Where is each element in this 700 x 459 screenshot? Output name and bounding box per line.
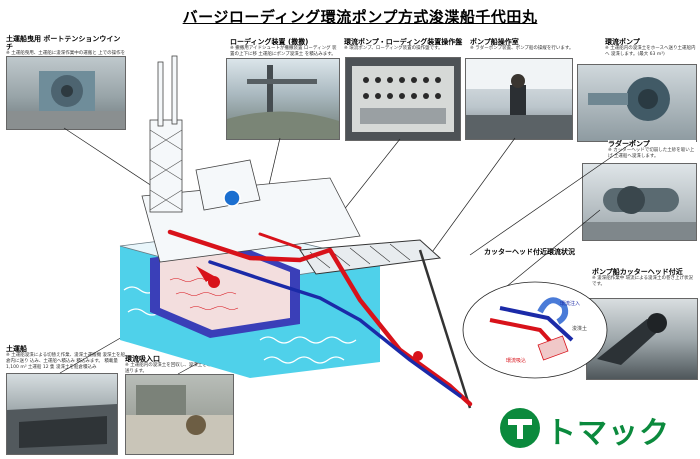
loading-image	[227, 65, 339, 139]
red-pipe-2	[258, 232, 302, 250]
panel-image	[352, 66, 454, 132]
intake-photo	[125, 374, 234, 455]
tomac-logo: トマック	[498, 404, 698, 454]
ladder-pump-label: ラダーポンプ	[608, 140, 650, 148]
circulation-pump-label: 環流ポンプ	[605, 38, 640, 46]
barge-photo	[6, 373, 118, 455]
pipes	[167, 229, 473, 407]
discharge-head	[208, 276, 220, 288]
intake-image	[126, 385, 233, 454]
red-pipe	[167, 229, 473, 407]
loading-caption: ローディング装置 (撒撒) ※ 撒撒用アイドシュートが撒撒装置 ローディング 装…	[230, 38, 338, 58]
tower-truss	[149, 129, 183, 211]
circulation-pump-image	[588, 77, 670, 121]
barge-label: 土運船	[6, 345, 27, 353]
control-room-photo	[465, 58, 573, 140]
winch-photo	[6, 56, 126, 130]
blue-pipe	[208, 260, 462, 398]
barge-image	[7, 404, 117, 454]
cutter-head-label: ポンプ船カッターヘッド付近	[592, 268, 683, 276]
barge-caption: 土運船 ※ 土運船浚渫による切替え作業、浚渫土運搬機 浚渫土を船倉内に送り 込み…	[6, 345, 126, 371]
cutter-inset: 環流注入 環流吸込 浚渫土	[462, 281, 608, 379]
flow-arrow	[196, 266, 214, 282]
ship-emblem	[223, 189, 241, 207]
tomac-logo-text: トマック	[546, 416, 670, 451]
loading-note: ※ 撒撒用アイドシュートが撒撒装置 ローディング 装置の上下に移 土運船にポンプ…	[230, 46, 337, 57]
cutter-flow-l3: 浚渫土	[572, 325, 587, 332]
cutter-flow-label: カッターヘッド付近環流状況	[484, 248, 575, 256]
panel-label: 環流ポンプ・ローディング装置操作盤	[344, 38, 463, 46]
panel-photo	[345, 57, 461, 141]
loading-label: ローディング装置 (撒撒)	[230, 38, 309, 46]
control-room-image	[466, 59, 572, 139]
ladder-arm	[299, 239, 442, 275]
barge-note: ※ 土運船浚渫による切替え作業、浚渫土運搬機 浚渫土を船倉内に送り 込み、土運船…	[6, 353, 125, 370]
ladder-pump-photo	[582, 163, 697, 241]
control-room-caption: ポンプ船操作室 ※ ラダーポンプ装置、ポンプ船の操縦を行います。	[470, 38, 580, 52]
winch-label: 土運船曳用 ポートテンションウインチ	[6, 35, 121, 51]
cutter-flow-caption: カッターヘッド付近環流状況	[484, 248, 584, 256]
control-room-label: ポンプ船操作室	[470, 38, 519, 46]
circulation-pump-photo	[577, 64, 697, 142]
winch-image	[7, 71, 125, 129]
ladder-pump-caption: ラダーポンプ ※ カッターヘッドで切崩した土砂を吸い上げ 土運船へ浚渫します。	[608, 140, 696, 160]
page-title: バージローディング環流ポンプ方式浚渫船千代田丸	[182, 8, 538, 26]
tomac-logo-mark	[500, 408, 540, 448]
cutter-head-note: ※ 浚渫船作業中 環流による浚渫土の巻き上げ状況です。	[592, 276, 693, 287]
circulation-pump-note: ※ 土運船内の浚渫土をホースへ送り土運船内へ 浚渫します。(最大 63 m³)	[605, 46, 696, 57]
ladder-pump-note: ※ カッターヘッドで切崩した土砂を吸い上げ 土運船へ浚渫します。	[608, 148, 695, 159]
cutter-flow-l2: 環流吸込	[506, 357, 526, 364]
ladder-pump-image	[583, 186, 696, 240]
ladder-cable	[418, 249, 472, 409]
circulation-pump-caption: 環流ポンプ ※ 土運船内の浚渫土をホースへ送り土運船内へ 浚渫します。(最大 6…	[605, 38, 697, 58]
panel-note: ※ 環流ポンプ、ローディング装置の操作盤です。	[344, 46, 443, 51]
control-room-note: ※ ラダーポンプ装置、ポンプ船の操縦を行います。	[470, 46, 574, 51]
pump-marker	[413, 351, 423, 361]
panel-caption: 環流ポンプ・ローディング装置操作盤 ※ 環流ポンプ、ローディング装置の操作盤です…	[344, 38, 464, 52]
cutter-head-image	[597, 313, 667, 365]
cutter-head-caption: ポンプ船カッターヘッド付近 ※ 浚渫船作業中 環流による浚渫土の巻き上げ状況です…	[592, 268, 696, 288]
dredge-spoil	[160, 252, 290, 330]
ship-structure	[141, 55, 361, 263]
intake-note: ※ 土運船内の浚渫土を回収し、浚渫土を環流ポンプへ送ります。	[125, 363, 234, 374]
loading-photo	[226, 58, 340, 140]
cutter-flow-l1: 環流注入	[560, 300, 580, 307]
intake-label: 環流吸入口	[125, 355, 160, 363]
